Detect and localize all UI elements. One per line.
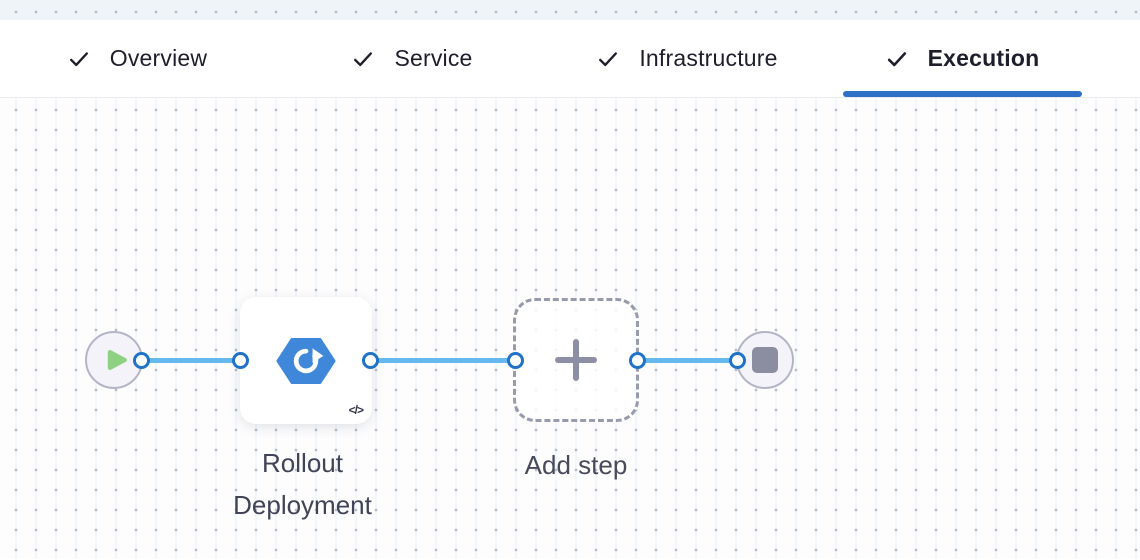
stage-tabs: Overview Service Infrastructure Executio…: [0, 20, 1140, 98]
connector-line: [141, 358, 240, 363]
tab-service[interactable]: Service: [275, 20, 550, 97]
check-icon: [68, 48, 90, 70]
add-step-node[interactable]: [513, 298, 639, 422]
connector-port[interactable]: [506, 352, 524, 369]
check-icon: [886, 48, 908, 70]
step-label: Rollout Deployment: [233, 448, 372, 520]
connector-port[interactable]: [728, 352, 746, 369]
rollout-hexagon-icon: [276, 336, 336, 386]
connector-port[interactable]: [231, 352, 249, 369]
step-node-rollout-deployment[interactable]: </>: [240, 297, 372, 424]
canvas-top-strip: [0, 0, 1140, 20]
play-icon: [103, 346, 129, 374]
check-icon: [597, 48, 619, 70]
stop-icon: [752, 347, 778, 373]
pipeline-canvas[interactable]: </> Rollout Deployment Add step: [0, 98, 1140, 559]
tab-execution[interactable]: Execution: [825, 20, 1100, 97]
connector-port[interactable]: [361, 352, 379, 369]
tab-infrastructure[interactable]: Infrastructure: [550, 20, 825, 97]
connector-line: [634, 358, 737, 363]
plus-icon: [555, 339, 597, 381]
connector-port[interactable]: [628, 352, 646, 369]
tab-label: Infrastructure: [639, 45, 778, 71]
connector-line: [368, 358, 516, 363]
add-step-label[interactable]: Add step: [524, 450, 628, 480]
tab-label: Service: [394, 45, 473, 71]
connector-port[interactable]: [132, 352, 150, 369]
code-icon[interactable]: </>: [348, 403, 364, 417]
active-tab-underline: [843, 91, 1082, 97]
tab-label: Overview: [109, 45, 208, 71]
tab-label: Execution: [927, 45, 1040, 71]
tab-overview[interactable]: Overview: [0, 20, 275, 97]
check-icon: [352, 48, 374, 70]
